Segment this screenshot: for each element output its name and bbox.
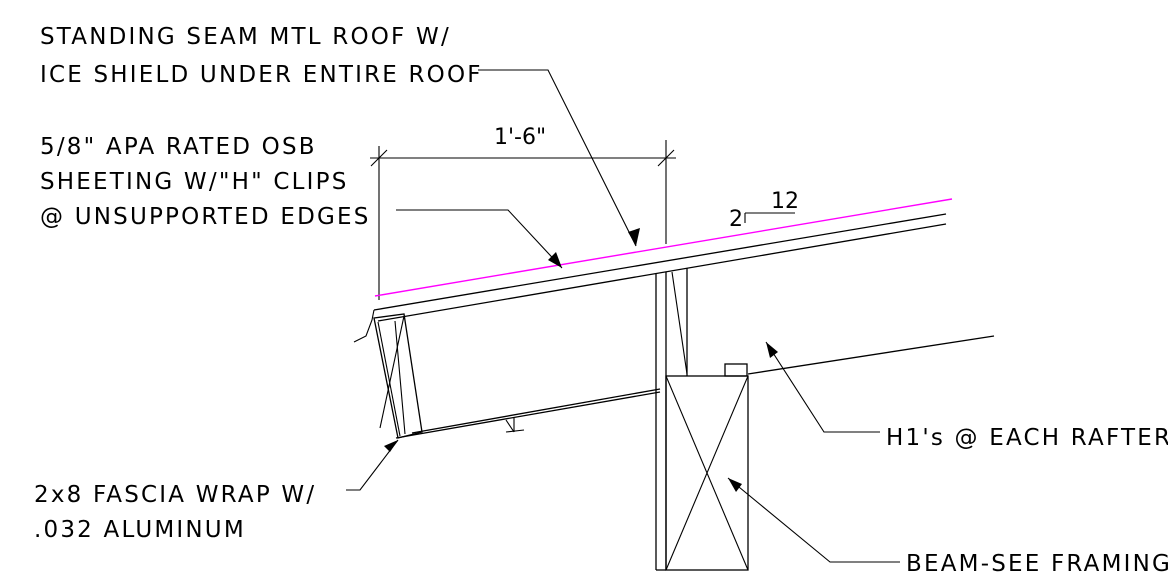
soffit-vent	[505, 418, 525, 433]
slope-rise-text: 2	[729, 207, 743, 232]
h1-note-arrowhead	[766, 342, 778, 358]
soffit-line-bottom	[395, 391, 661, 439]
roof-note-arrowhead	[628, 228, 640, 246]
beam-rectangle	[665, 375, 749, 571]
roof-note-line1: STANDING SEAM MTL ROOF W/	[40, 24, 451, 50]
roof-sheathing-top	[373, 213, 947, 311]
osb-note-line2: SHEETING W/"H" CLIPS	[40, 169, 349, 195]
wall-post	[655, 268, 688, 571]
dimension-text: 1'-6"	[494, 125, 546, 150]
fascia-diagonal-2	[379, 315, 405, 429]
osb-note-leader	[396, 209, 563, 269]
soffit-line-top	[411, 388, 661, 434]
osb-note-arrowhead	[548, 252, 562, 268]
beam	[665, 363, 749, 571]
fascia-drip-edge	[353, 309, 375, 343]
beam-note-arrowhead	[728, 478, 742, 492]
roof-note-line2: ICE SHIELD UNDER ENTIRE ROOF	[40, 62, 483, 88]
roof-note-leader	[478, 69, 637, 247]
osb-note-line1: 5/8" APA RATED OSB	[40, 134, 317, 160]
blocking-diagonal	[671, 271, 688, 375]
beam-note-leader	[727, 477, 900, 563]
fascia-diagonal-1	[377, 321, 401, 437]
beam-cross-2	[665, 375, 749, 571]
rafter-bottom-edge	[747, 335, 995, 375]
fascia-note-leader	[346, 439, 399, 491]
overhang-dimension: 1'-6"	[370, 125, 676, 300]
dimension-tick-left	[370, 149, 388, 167]
fascia-inner-line	[394, 320, 406, 435]
osb-note-line3: @ UNSUPPORTED EDGES	[40, 204, 371, 230]
slope-run-text: 12	[771, 189, 799, 214]
h1-note-leader	[765, 341, 880, 433]
hurricane-tie-block	[724, 363, 748, 377]
fascia-note-line2: .032 ALUMINUM	[34, 517, 246, 543]
h1-note: H1's @ EACH RAFTER	[886, 425, 1168, 451]
fascia-note-arrowhead	[384, 440, 398, 452]
beam-note: BEAM-SEE FRAMING	[906, 551, 1168, 577]
ice-shield-line	[374, 198, 953, 297]
fascia	[353, 309, 423, 439]
slope-indicator: 2 12	[729, 189, 799, 232]
fascia-board	[373, 313, 423, 439]
roof-sheathing-bottom	[377, 223, 947, 322]
dimension-tick-right	[657, 149, 675, 167]
fascia-note-line1: 2x8 FASCIA WRAP W/	[34, 482, 316, 508]
